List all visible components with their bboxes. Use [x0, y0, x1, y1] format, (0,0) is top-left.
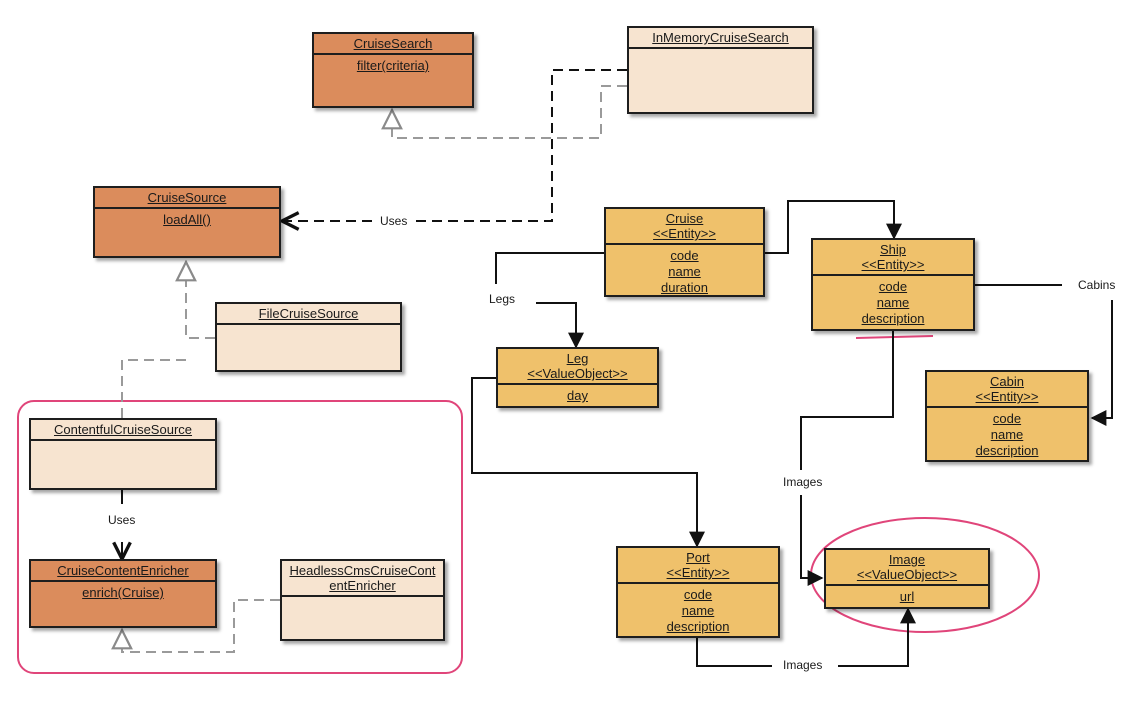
realization-headless-to-enricher [122, 599, 280, 653]
class-name: Cabin [990, 374, 1024, 389]
method-enrich: enrich(Cruise) [82, 585, 164, 600]
attribute-description: description [666, 619, 730, 634]
class-name-line2: entEnricher [329, 578, 396, 593]
class-stereotype: <<Entity>> [666, 565, 730, 580]
edge-label-images-port: Images [783, 658, 823, 672]
class-cruise-content-enricher[interactable]: CruiseContentEnricher enrich(Cruise) [29, 559, 217, 628]
attribute-code: code [992, 411, 1022, 426]
association-port-images-a [696, 638, 772, 667]
association-cruise-legs-b [536, 302, 584, 349]
attribute-url: url [899, 589, 915, 604]
attribute-day: day [567, 388, 588, 403]
method-filter: filter(criteria) [356, 58, 430, 73]
class-name: Ship [879, 242, 907, 257]
class-name: CruiseContentEnricher [57, 563, 189, 578]
attribute-duration: duration [661, 280, 708, 295]
association-cruise-legs-a [495, 252, 604, 284]
class-name: CruiseSearch [353, 36, 433, 51]
association-ship-images-b [800, 495, 824, 586]
class-headless-cms-cruise-content-enricher[interactable]: HeadlessCmsCruiseCont entEnricher [280, 559, 445, 641]
class-cruise-search[interactable]: CruiseSearch filter(criteria) [312, 32, 474, 108]
edge-label-legs: Legs [489, 292, 516, 306]
class-stereotype: <<Entity>> [861, 257, 925, 272]
class-ship[interactable]: Ship <<Entity>> code name description [811, 238, 975, 331]
realization-file-to-cruisesource [186, 262, 215, 339]
realization-inmemory-to-cruisesearch [392, 85, 627, 139]
attribute-name: name [668, 264, 701, 279]
class-name: InMemoryCruiseSearch [652, 30, 789, 45]
class-leg[interactable]: Leg <<ValueObject>> day [496, 347, 659, 408]
attribute-name: name [876, 295, 910, 310]
class-cabin[interactable]: Cabin <<Entity>> code name description [925, 370, 1089, 462]
class-name: Leg [566, 351, 589, 366]
class-image[interactable]: Image <<ValueObject>> url [824, 548, 990, 609]
class-name: Port [686, 550, 710, 565]
edge-label-images-ship: Images [783, 475, 823, 489]
class-stereotype: <<Entity>> [975, 389, 1039, 404]
highlight-group-frame [17, 400, 463, 674]
edge-label-uses-top: Uses [380, 214, 408, 228]
attribute-code: code [683, 587, 713, 602]
class-file-cruise-source[interactable]: FileCruiseSource [215, 302, 402, 372]
association-ship-images-a [800, 331, 894, 470]
class-name: Image [888, 552, 926, 567]
class-cruise-source[interactable]: CruiseSource loadAll() [93, 186, 281, 258]
class-stereotype: <<Entity>> [653, 226, 716, 241]
dependency-inmemory-uses-cruisesource [415, 69, 627, 222]
class-in-memory-cruise-search[interactable]: InMemoryCruiseSearch [627, 26, 814, 114]
attribute-code: code [670, 248, 699, 263]
class-name: Cruise [665, 211, 704, 226]
class-name: FileCruiseSource [258, 306, 359, 321]
method-load-all: loadAll() [163, 212, 211, 227]
class-stereotype: <<ValueObject>> [856, 567, 958, 582]
realization-contentful-to-cruisesource [121, 359, 186, 418]
attribute-code: code [878, 279, 908, 294]
edge-label-cabins: Cabins [1078, 278, 1116, 292]
class-contentful-cruise-source[interactable]: ContentfulCruiseSource [29, 418, 217, 490]
class-name: ContentfulCruiseSource [53, 422, 193, 437]
association-ship-cabins-b [1090, 300, 1113, 426]
attribute-name: name [990, 427, 1024, 442]
association-port-images-b [838, 607, 916, 667]
attribute-description: description [975, 443, 1039, 458]
class-name: CruiseSource [147, 190, 227, 205]
association-leg-to-port [471, 377, 705, 548]
class-cruise[interactable]: Cruise <<Entity>> code name duration [604, 207, 765, 297]
attribute-description: description [861, 311, 925, 326]
class-port[interactable]: Port <<Entity>> code name description [616, 546, 780, 638]
attribute-name: name [681, 603, 715, 618]
class-name-line1: HeadlessCmsCruiseCont [289, 563, 436, 578]
edge-label-uses-inner: Uses [108, 513, 136, 527]
highlight-ship-description-underline [855, 335, 934, 339]
association-cruise-to-ship [765, 200, 902, 254]
class-stereotype: <<ValueObject>> [527, 366, 628, 381]
